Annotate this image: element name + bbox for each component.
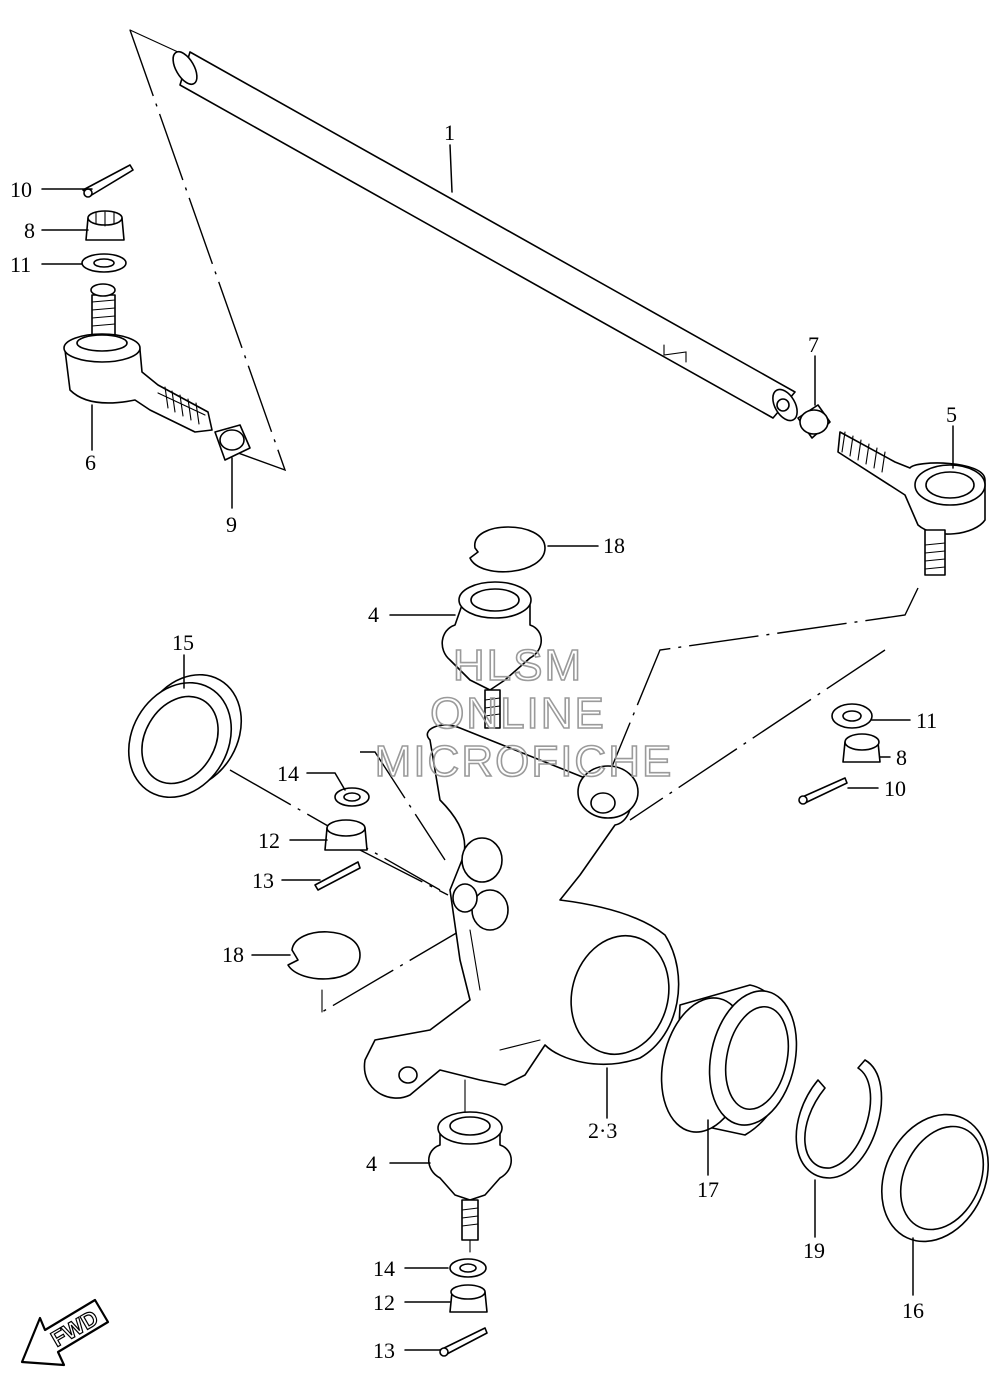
castle-nut-left-top — [85, 210, 125, 241]
cotter-pin-13-upper — [314, 861, 361, 891]
circlip-upper — [469, 526, 546, 573]
castle-nut-12-upper — [324, 819, 368, 851]
washer-14-lower — [449, 1258, 487, 1278]
watermark-line-1: HLSM — [453, 641, 583, 690]
cotter-pin-13-lower — [439, 1327, 488, 1357]
washer-right — [831, 703, 873, 729]
callout-8-right: 8 — [896, 745, 907, 770]
oil-seal-16 — [880, 1113, 990, 1243]
callout-2-3: 2·3 — [588, 1118, 617, 1143]
castle-nut-right — [842, 733, 881, 763]
cotter-pin-right — [798, 777, 848, 805]
callout-15: 15 — [172, 630, 194, 655]
bearing-17 — [660, 984, 798, 1136]
callout-18-lower: 18 — [222, 942, 244, 967]
callout-12-lower: 12 — [373, 1290, 395, 1315]
leader-lines — [41, 144, 954, 1351]
fwd-arrow-icon: FWD — [20, 1298, 110, 1367]
steering-knuckle — [363, 724, 680, 1099]
watermark-line-2: ONLINE — [430, 689, 606, 738]
callout-14-lower: 14 — [373, 1256, 395, 1281]
callout-19: 19 — [803, 1238, 825, 1263]
callout-11-right: 11 — [916, 708, 937, 733]
callout-5: 5 — [946, 402, 957, 427]
nut-7 — [797, 404, 831, 439]
callout-10-right: 10 — [884, 776, 906, 801]
circlip-19 — [795, 1059, 883, 1179]
washer-left-top — [81, 253, 127, 273]
tie-rod-end-left — [63, 283, 213, 433]
washer-14-upper — [334, 787, 370, 807]
castle-nut-12-lower — [449, 1284, 488, 1313]
callout-4-lower: 4 — [366, 1151, 377, 1176]
ball-joint-upper — [441, 581, 543, 729]
callout-1: 1 — [444, 120, 455, 145]
callout-11-left: 11 — [10, 252, 31, 277]
callout-14-upper: 14 — [277, 761, 299, 786]
tie-rod-end-right — [837, 431, 986, 576]
callout-7: 7 — [808, 332, 819, 357]
callout-18-upper: 18 — [603, 533, 625, 558]
callout-16: 16 — [902, 1298, 924, 1323]
callout-13-lower: 13 — [373, 1338, 395, 1363]
callouts: 1 10 8 11 6 9 7 5 18 4 15 11 8 10 14 12 … — [10, 120, 957, 1363]
circlip-lower-18 — [287, 931, 361, 980]
callout-13-upper: 13 — [252, 868, 274, 893]
callout-12-upper: 12 — [258, 828, 280, 853]
watermark: HLSM ONLINE MICROFICHE — [374, 640, 674, 787]
callout-9: 9 — [226, 512, 237, 537]
callout-10-left: 10 — [10, 177, 32, 202]
callout-6: 6 — [85, 450, 96, 475]
oil-seal-15 — [127, 673, 243, 799]
callout-17: 17 — [697, 1177, 719, 1202]
cotter-pin-left-top — [82, 164, 134, 198]
watermark-line-3: MICROFICHE — [375, 737, 674, 786]
nut-9 — [214, 424, 251, 461]
ball-joint-lower — [427, 1111, 513, 1241]
callout-4-upper: 4 — [368, 602, 379, 627]
callout-8-left: 8 — [24, 218, 35, 243]
tie-rod — [172, 50, 798, 422]
